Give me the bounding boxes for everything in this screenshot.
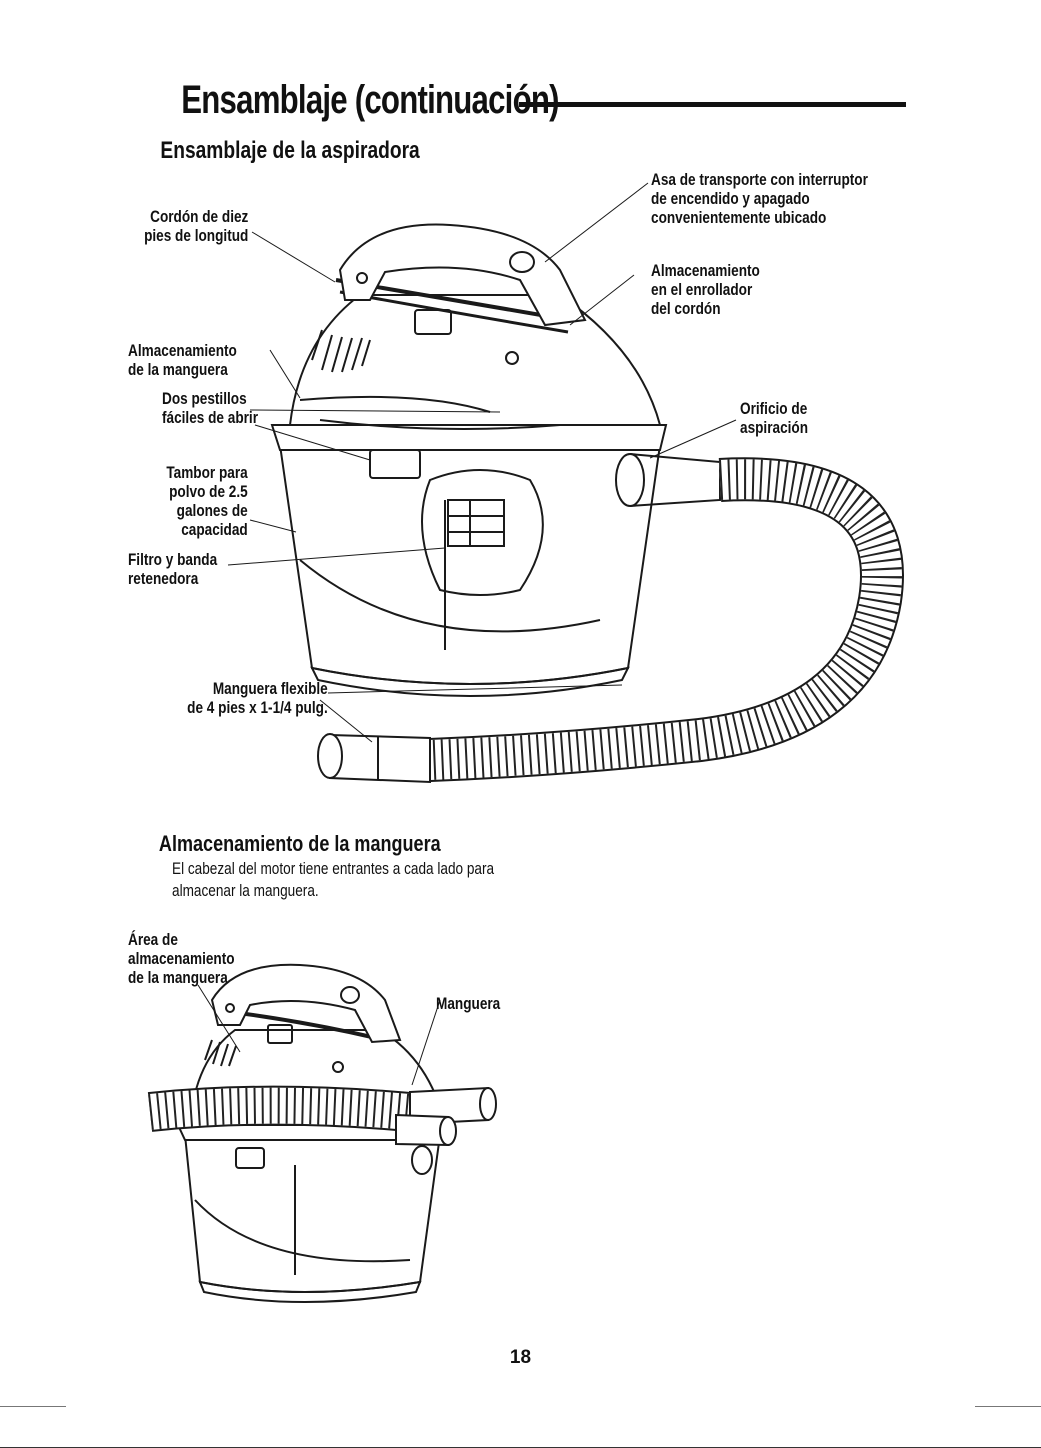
crop-mark-left <box>0 1406 66 1407</box>
page-number: 18 <box>0 1347 1041 1369</box>
crop-mark-right <box>975 1406 1041 1407</box>
label-storage-area: Área de almacenamiento de la manguera <box>128 930 235 987</box>
label-stored-hose: Manguera <box>436 994 500 1013</box>
